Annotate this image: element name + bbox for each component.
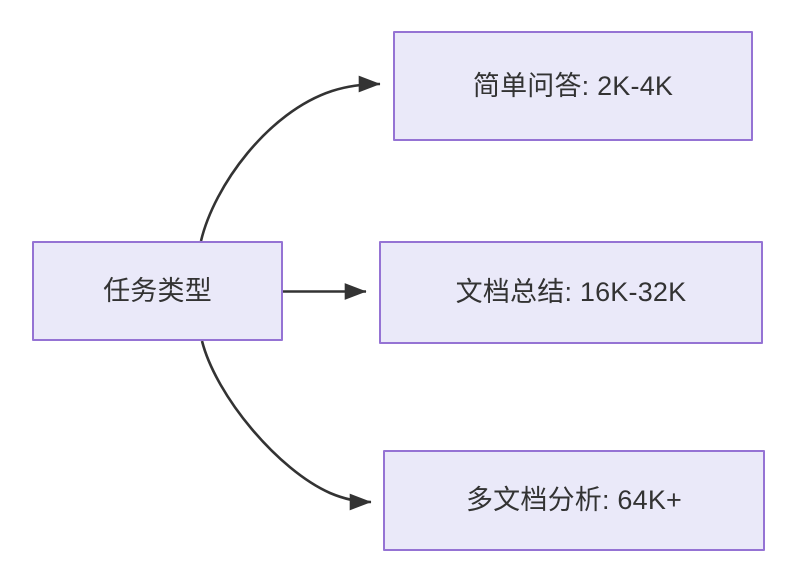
- node-task-type[interactable]: 任务类型: [32, 241, 283, 341]
- node-simple-qa-label: 简单问答: 2K-4K: [472, 70, 674, 101]
- node-multi-document-analysis[interactable]: 多文档分析: 64K+: [383, 450, 765, 551]
- edge-root-to-simple-qa: [199, 75, 381, 242]
- node-task-type-label: 任务类型: [103, 275, 212, 306]
- edge-root-to-multi-doc: [200, 340, 372, 511]
- node-document-summary-label: 文档总结: 16K-32K: [455, 277, 687, 308]
- node-multi-document-analysis-label: 多文档分析: 64K+: [465, 485, 682, 516]
- node-simple-qa[interactable]: 简单问答: 2K-4K: [393, 31, 753, 141]
- node-document-summary[interactable]: 文档总结: 16K-32K: [379, 241, 763, 344]
